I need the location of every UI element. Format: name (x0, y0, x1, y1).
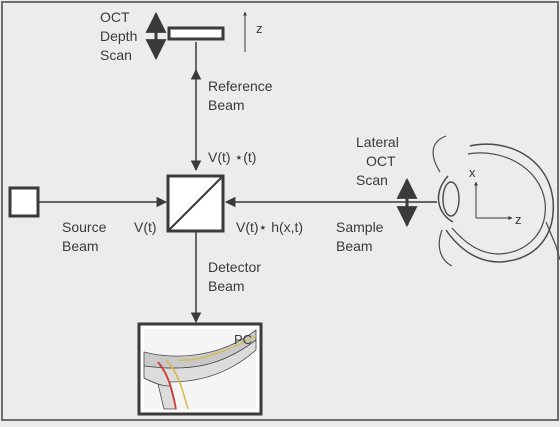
sample-signal-label: V(t)⋆ h(x,t) (236, 219, 303, 235)
source-label: Source (62, 219, 107, 235)
pc-label: PC (234, 332, 252, 347)
retina-yellow-layer (165, 359, 189, 410)
eye-z-axis-label: z (515, 212, 522, 227)
eye-cornea (437, 175, 454, 223)
oct-depth-scan-label: OCT Depth Scan (100, 9, 137, 63)
sample-beam-label: Beam (336, 238, 373, 254)
retina-yellow-upper (177, 335, 257, 361)
z-axis-label: z (256, 21, 263, 36)
eye-retina-layer (451, 152, 546, 255)
retina-red-layer (157, 361, 177, 410)
detector-beam-label: Beam (208, 278, 245, 294)
lateral-oct-label: OCT (366, 153, 396, 169)
eye-lens (442, 181, 460, 217)
reference-mirror (167, 26, 225, 41)
pc-monitor: PC (137, 322, 263, 416)
eye-outer-wall (445, 143, 555, 263)
eye-illustration: x z (432, 135, 560, 267)
light-source (8, 186, 40, 218)
optic-nerve (545, 221, 560, 261)
eye-x-axis-label: x (469, 165, 476, 180)
lower-eyelid (438, 229, 453, 267)
source-signal-label: V(t) (134, 219, 157, 235)
source-beam-label: Beam (62, 238, 99, 254)
beam-splitter-diagonal (167, 175, 224, 232)
oct-label: OCT (100, 9, 130, 25)
reference-beam-label: Beam (208, 97, 245, 113)
upper-eyelid (432, 135, 447, 173)
reference-signal-label: V(t) ⋆(t) (208, 149, 256, 165)
lateral-label: Lateral (356, 134, 399, 150)
scan-label: Scan (100, 47, 132, 63)
reference-label: Reference (208, 78, 273, 94)
detector-label: Detector (208, 259, 261, 275)
sample-label: Sample (336, 219, 384, 235)
lateral-scan-label: Scan (356, 172, 388, 188)
depth-label: Depth (100, 28, 137, 44)
